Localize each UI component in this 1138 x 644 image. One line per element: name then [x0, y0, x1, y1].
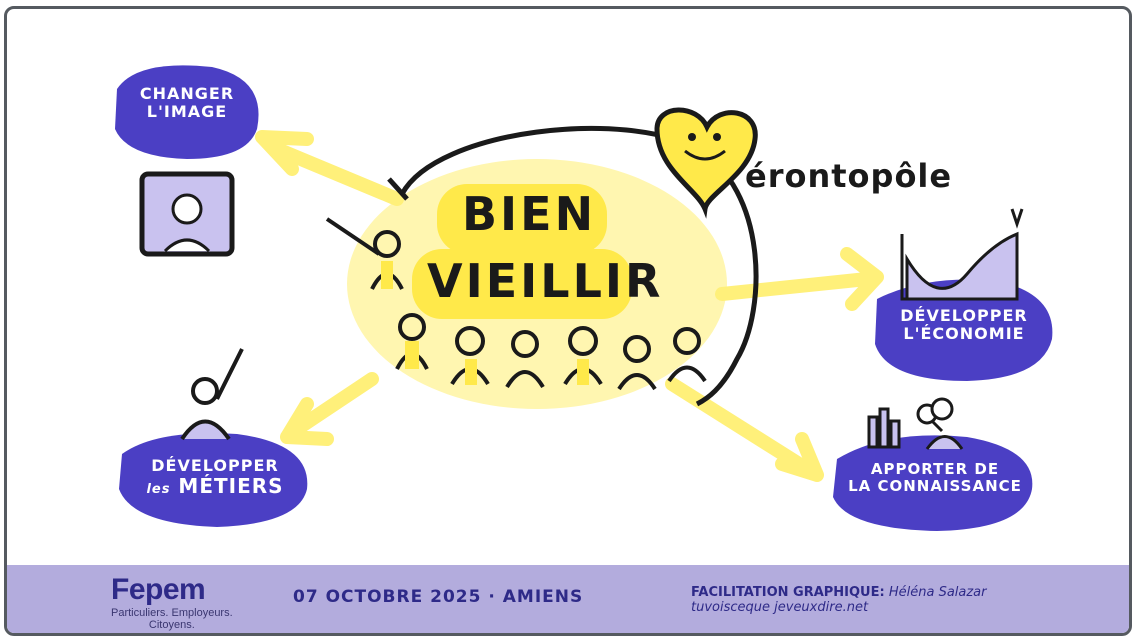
arrow-to-metiers — [290, 372, 379, 436]
arrows — [255, 130, 884, 482]
blob-changer-line2: L'IMAGE — [146, 102, 228, 122]
blob-connaissance-line2: LA CONNAISSANCE — [848, 477, 1022, 496]
blob-metiers-prefix: les — [146, 482, 171, 498]
fepem-logo: Fepem Particuliers. Employeurs. Citoyens… — [111, 573, 233, 631]
blob-changer-limage — [115, 65, 259, 159]
arrow-to-changer — [270, 142, 404, 206]
blob-economie-text: DÉVELOPPER L'ÉCONOMIE — [879, 306, 1049, 344]
blob-developper-metiers — [119, 433, 308, 527]
blob-metiers-text: DÉVELOPPER les MÉTIERS — [125, 456, 305, 498]
blob-connaissance-text: APPORTER DE LA CONNAISSANCE — [839, 460, 1031, 496]
gerontopole-wordmark: érontopôle — [745, 157, 953, 195]
blob-metiers-line2-row: les MÉTIERS — [125, 475, 305, 498]
blob-connaissance-line1: APPORTER DE — [870, 460, 1000, 478]
blob-metiers-line1: DÉVELOPPER — [151, 456, 279, 475]
people-accents — [381, 261, 589, 385]
center-title-line2: VIEILLIR — [427, 254, 664, 308]
center-title-line1: BIEN — [462, 187, 597, 241]
fepem-logo-tag-line2: Citoyens. — [148, 619, 195, 632]
blob-changer-text: CHANGER L'IMAGE — [119, 84, 255, 122]
credit-name: Héléna Salazar — [888, 585, 987, 600]
arrow-to-connaissance — [665, 377, 814, 476]
footer-band: Fepem Particuliers. Employeurs. Citoyens… — [7, 565, 1129, 633]
blob-changer-line1: CHANGER — [139, 84, 235, 103]
credit-url: tuvoisceque jeveuxdire.net — [691, 600, 869, 615]
bien-highlight — [437, 184, 607, 254]
blob-economie-line1: DÉVELOPPER — [900, 306, 1028, 325]
blob-apporter-connaissance — [833, 435, 1033, 531]
blob-economie-line2: L'ÉCONOMIE — [903, 324, 1025, 344]
research-icon — [867, 397, 964, 450]
sketchnote-illustration — [115, 65, 1053, 531]
arrow-to-economie — [715, 272, 874, 301]
vieillir-highlight — [412, 249, 632, 319]
raised-hand-person-icon — [180, 348, 244, 441]
facilitation-credit: FACILITATION GRAPHIQUE: Héléna Salazar t… — [691, 585, 987, 615]
fepem-logo-name: Fepem — [111, 573, 206, 606]
blob-developper-economie — [875, 279, 1053, 381]
event-date: 07 OCTOBRE 2025 · AMIENS — [293, 587, 584, 607]
sketchnote-frame: BIEN VIEILLIR érontopôle CHANGER L'IMAGE… — [4, 6, 1132, 636]
loop-end — [387, 177, 409, 201]
credit-label: FACILITATION GRAPHIQUE: — [691, 585, 885, 600]
blob-metiers-line2: MÉTIERS — [178, 474, 284, 499]
fepem-logo-tag-line1: Particuliers. Employeurs. — [111, 607, 233, 619]
